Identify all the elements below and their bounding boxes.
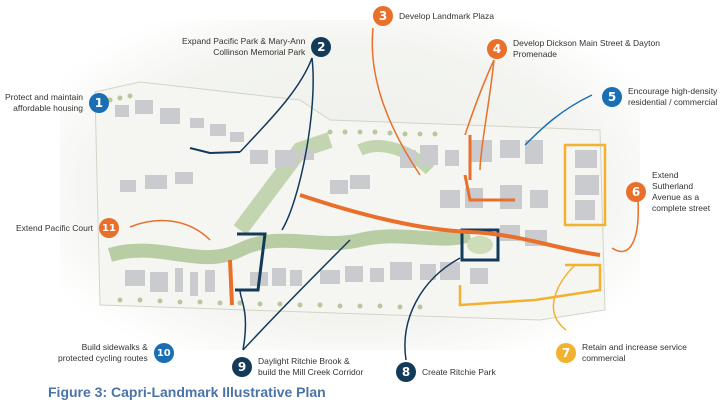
- callout-2: Expand Pacific Park & Mary-Ann Collinson…: [182, 36, 332, 58]
- callout-10: Build sidewalks & protected cycling rout…: [58, 342, 174, 364]
- badge-6-icon: 6: [626, 182, 646, 202]
- callout-8: 8 Create Ritchie Park: [396, 362, 496, 382]
- callout-7: 7 Retain and increase service commercial: [556, 342, 687, 364]
- pacific-court-segment: [228, 259, 234, 306]
- callout-label: Protect and maintain affordable housing: [5, 92, 83, 113]
- badge-4-icon: 4: [487, 39, 507, 59]
- callout-label: Develop Dickson Main Street & Dayton Pro…: [513, 38, 660, 59]
- street-trees: [107, 93, 438, 310]
- mill-creek-outline: [235, 232, 267, 292]
- callout-9: 9 Daylight Ritchie Brook & build the Mil…: [232, 356, 363, 378]
- badge-10-icon: 10: [153, 343, 174, 363]
- dickson-main-street-route: [463, 174, 515, 202]
- service-commercial-zone-1: [563, 143, 607, 227]
- figure-caption: Figure 3: Capri-Landmark Illustrative Pl…: [48, 384, 326, 400]
- badge-5-icon: 5: [602, 87, 622, 107]
- callout-label: Extend Pacific Court: [16, 222, 94, 233]
- badge-11-icon: 11: [99, 218, 120, 238]
- leader-lines: [129, 27, 639, 361]
- callout-label: Create Ritchie Park: [422, 366, 496, 377]
- badge-2-icon: 2: [311, 37, 332, 57]
- callout-label: Daylight Ritchie Brook & build the Mill …: [258, 356, 364, 377]
- badge-8-icon: 8: [396, 362, 416, 382]
- callout-11: Extend Pacific Court 11: [16, 218, 120, 238]
- badge-1-icon: 1: [88, 93, 109, 113]
- callout-5: 5 Encourage high-density residential / c…: [602, 86, 717, 108]
- badge-7-icon: 7: [556, 343, 576, 363]
- badge-9-icon: 9: [232, 357, 252, 377]
- sutherland-avenue-route: [299, 193, 601, 257]
- callout-label: Encourage high-density residential / com…: [628, 86, 718, 107]
- callout-4: 4 Develop Dickson Main Street & Dayton P…: [487, 38, 660, 60]
- callout-1: Protect and maintain affordable housing …: [5, 92, 109, 114]
- buildings: [115, 100, 599, 296]
- green-corridor: [107, 228, 473, 265]
- callout-label: Build sidewalks & protected cycling rout…: [58, 342, 148, 363]
- ritchie-park-oval: [467, 236, 493, 254]
- ritchie-park-outline: [460, 228, 500, 262]
- callout-3: 3 Develop Landmark Plaza: [373, 6, 494, 26]
- callout-label: Retain and increase service commercial: [582, 342, 687, 363]
- callout-label: Expand Pacific Park & Mary-Ann Collinson…: [182, 36, 306, 57]
- service-commercial-zone-2: [458, 263, 602, 307]
- callout-label: Develop Landmark Plaza: [399, 10, 494, 21]
- callout-6: 6 Extend Sutherland Avenue as a complete…: [626, 170, 720, 214]
- callout-label: Extend Sutherland Avenue as a complete s…: [652, 170, 711, 213]
- badge-3-icon: 3: [373, 6, 393, 26]
